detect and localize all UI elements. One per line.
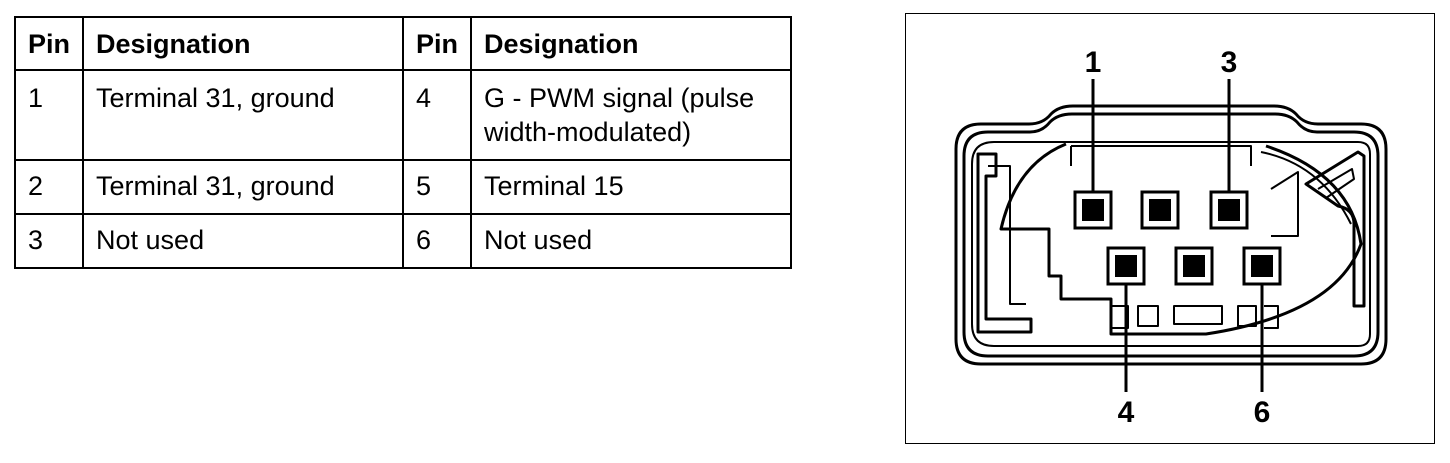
pin-designation: Not used (82, 213, 405, 269)
left-latch-inner (988, 165, 1026, 305)
coding-rib (1070, 145, 1252, 166)
header-designation: Designation (82, 16, 405, 71)
connector-diagram-frame: 1 3 4 6 (905, 13, 1435, 444)
header-pin-2: Pin (402, 16, 473, 71)
connector-diagram: 1 3 4 6 (954, 46, 1388, 429)
bottom-slot (1137, 305, 1159, 327)
table-row: 3 Not used 6 Not used (13, 213, 793, 269)
housing-outer-outline (954, 104, 1388, 366)
pin-designation: G - PWM signal (pulse width-modulated) (470, 69, 793, 161)
bottom-slot-center (1173, 305, 1223, 325)
header-pin: Pin (13, 16, 85, 71)
pin-number: 4 (402, 69, 473, 161)
pin-label-6: 6 (1254, 396, 1271, 429)
bottom-slot-right (1264, 305, 1279, 329)
pin-designation: Not used (470, 213, 793, 269)
header-designation-2: Designation (470, 16, 793, 71)
insert-ramp (1270, 171, 1299, 237)
pin-contact-5 (1174, 246, 1214, 286)
bottom-slot-left (1112, 305, 1129, 329)
pin-contact-6 (1242, 246, 1282, 286)
pin-designation: Terminal 31, ground (82, 159, 405, 215)
pin-number: 3 (13, 213, 85, 269)
pin-contacts (1073, 190, 1282, 286)
housing-inner-outline-2 (971, 141, 1371, 347)
pin-designation: Terminal 31, ground (82, 69, 405, 161)
pin-number: 6 (402, 213, 473, 269)
table-row: 1 Terminal 31, ground 4 G - PWM signal (… (13, 69, 793, 161)
pin-label-1: 1 (1085, 46, 1102, 79)
pin-contact-3 (1209, 190, 1249, 230)
pin-label-4: 4 (1118, 396, 1135, 429)
pin-insert-body (999, 142, 1363, 336)
pin-contact-2 (1140, 190, 1180, 230)
housing-inner-outline (962, 112, 1380, 358)
pin-contact-1 (1073, 190, 1113, 230)
right-latch-inner (1317, 168, 1355, 199)
pin-contact-4 (1106, 246, 1146, 286)
pin-number: 2 (13, 159, 85, 215)
left-latch (976, 152, 1033, 334)
pin-designation: Terminal 15 (470, 159, 793, 215)
table-header-row: Pin Designation Pin Designation (13, 16, 793, 71)
pin-label-3: 3 (1221, 46, 1238, 79)
table-row: 2 Terminal 31, ground 5 Terminal 15 (13, 159, 793, 215)
pin-number: 1 (13, 69, 85, 161)
pin-assignment-table: Pin Designation Pin Designation 1 Termin… (13, 16, 793, 269)
bottom-slot (1237, 305, 1257, 327)
pin-number: 5 (402, 159, 473, 215)
insert-arc (1260, 151, 1352, 225)
